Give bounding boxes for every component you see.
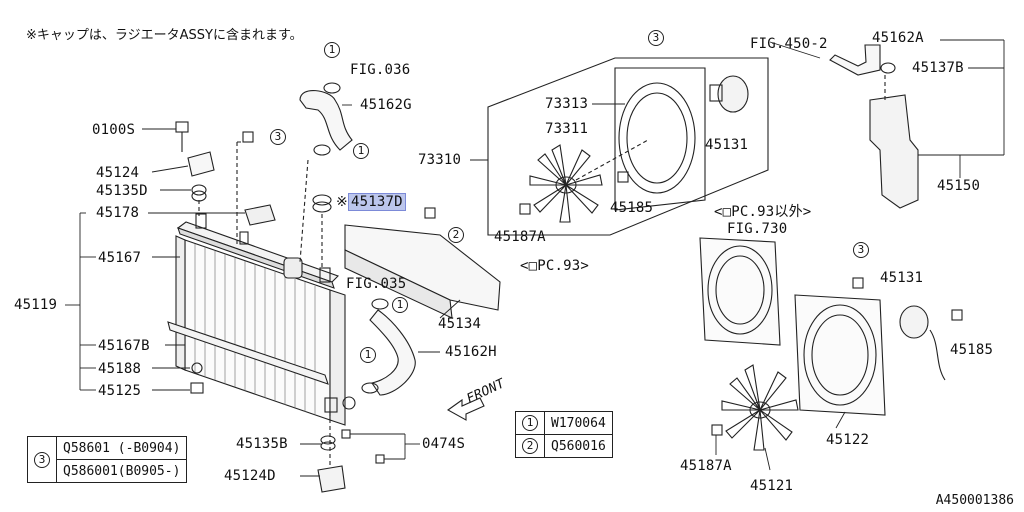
part-label-73313[interactable]: 73313 — [545, 96, 589, 112]
callout-2: 2 — [448, 226, 464, 243]
part-label-73310[interactable]: 73310 — [418, 152, 462, 168]
part-label-45150[interactable]: 45150 — [937, 178, 981, 194]
fig-ref-730[interactable]: FIG.730 — [727, 221, 788, 237]
cap-note: ※キャップは、ラジエータASSYに含まれます。 — [26, 28, 303, 43]
callout-3: 3 — [853, 241, 869, 258]
callout-circle: 1 — [522, 415, 538, 431]
fig-ref-450-2[interactable]: FIG.450-2 — [750, 36, 828, 52]
part-label-0100S[interactable]: 0100S — [92, 122, 136, 138]
part-label-45137B[interactable]: 45137B — [912, 60, 964, 76]
callout-circle: 2 — [448, 227, 464, 243]
callout-legend: 1 W170064 2 Q560016 — [515, 411, 613, 458]
legend-part-row[interactable]: Q58601 (-B0904) — [55, 436, 188, 460]
part-label-45162G[interactable]: 45162G — [360, 97, 412, 113]
legend-part-row[interactable]: Q560016 — [544, 434, 613, 458]
callout-circle: 1 — [392, 297, 408, 313]
variant-label-not-pc93: <□PC.93以外> — [714, 204, 812, 220]
variant-label-pc93: <□PC.93> — [520, 258, 590, 274]
part-number-45137D[interactable]: 45137D — [347, 193, 406, 211]
callout-3: 3 — [270, 128, 286, 145]
fan-blades-top — [529, 144, 603, 223]
radiator-drawing — [167, 213, 356, 426]
callout-circle: 2 — [522, 438, 538, 454]
part-label-73311[interactable]: 73311 — [545, 121, 589, 137]
part-label-0474S[interactable]: 0474S — [422, 436, 466, 452]
diagram-id: A450001386 — [935, 493, 1014, 508]
part-label-45121[interactable]: 45121 — [750, 478, 794, 494]
callout-1: 1 — [392, 296, 408, 313]
part-label-45167[interactable]: 45167 — [98, 250, 142, 266]
legend-number-cell: 2 — [515, 434, 545, 458]
bolt-legend-3: 3 Q58601 (-B0904) Q586001(B0905-) — [27, 436, 188, 483]
callout-circle: 1 — [360, 347, 376, 363]
callout-3: 3 — [648, 29, 664, 46]
legend-part-row[interactable]: Q586001(B0905-) — [55, 459, 188, 483]
part-label-45119[interactable]: 45119 — [14, 297, 58, 313]
included-mark: ※ — [336, 194, 348, 210]
part-label-45188[interactable]: 45188 — [98, 361, 142, 377]
part-label-45124[interactable]: 45124 — [96, 165, 140, 181]
callout-circle: 3 — [270, 129, 286, 145]
fan-blades-bottom — [721, 364, 799, 451]
legend-number-cell: 3 — [27, 436, 57, 483]
callout-1: 1 — [353, 142, 369, 159]
part-label-45131-top[interactable]: 45131 — [705, 137, 749, 153]
callout-circle: 3 — [648, 30, 664, 46]
part-label-45187A-bottom[interactable]: 45187A — [680, 458, 732, 474]
callout-circle: 3 — [853, 242, 869, 258]
legend-part-row[interactable]: W170064 — [544, 411, 613, 435]
part-label-45162H[interactable]: 45162H — [445, 344, 497, 360]
part-label-45131-bottom[interactable]: 45131 — [880, 270, 924, 286]
fig-ref-035[interactable]: FIG.035 — [346, 276, 407, 292]
callout-1: 1 — [324, 41, 340, 58]
part-label-45167B[interactable]: 45167B — [98, 338, 150, 354]
callout-circle: 1 — [324, 42, 340, 58]
fig-ref-036[interactable]: FIG.036 — [350, 62, 411, 78]
part-label-45125[interactable]: 45125 — [98, 383, 142, 399]
part-label-45122[interactable]: 45122 — [826, 432, 870, 448]
part-label-45185-bottom[interactable]: 45185 — [950, 342, 994, 358]
part-label-45124D[interactable]: 45124D — [224, 468, 276, 484]
part-label-45162A[interactable]: 45162A — [872, 30, 924, 46]
legend-number-cell: 1 — [515, 411, 545, 435]
part-label-45134[interactable]: 45134 — [438, 316, 482, 332]
part-label-45135D[interactable]: 45135D — [96, 183, 148, 199]
part-label-45178[interactable]: 45178 — [96, 205, 140, 221]
callout-1: 1 — [360, 346, 376, 363]
part-label-45187A-top[interactable]: 45187A — [494, 229, 546, 245]
callout-circle: 1 — [353, 143, 369, 159]
part-label-45185-top[interactable]: 45185 — [610, 200, 654, 216]
callout-circle: 3 — [34, 451, 50, 468]
part-label-45135B[interactable]: 45135B — [236, 436, 288, 452]
part-label-45137D[interactable]: ※45137D — [336, 193, 406, 211]
